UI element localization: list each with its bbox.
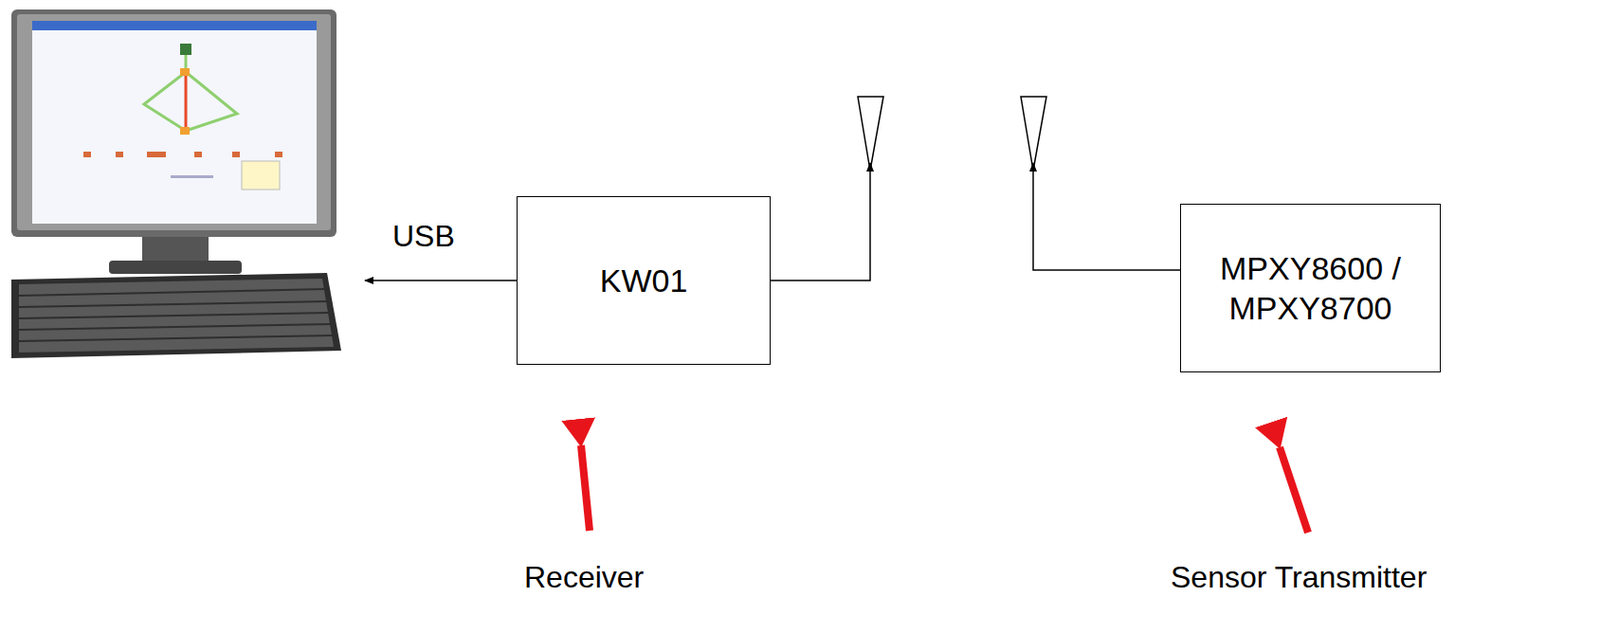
usb-wire bbox=[364, 279, 517, 282]
signal-label: USB bbox=[392, 218, 455, 255]
callout-arrow bbox=[581, 445, 590, 531]
callout-arrow bbox=[1279, 447, 1309, 533]
antenna-symbol bbox=[857, 96, 884, 171]
callout-label: Sensor Transmitter bbox=[1170, 559, 1427, 596]
antenna-symbol bbox=[1020, 96, 1047, 171]
device-name: MPXY8600 / MPXY8700 bbox=[1181, 242, 1440, 335]
antenna-feed bbox=[769, 163, 871, 281]
device-box: MPXY8600 / MPXY8700 bbox=[1180, 203, 1441, 373]
device-box: KW01 bbox=[516, 196, 771, 365]
callout-label: Receiver bbox=[524, 559, 644, 596]
computer-illustration bbox=[11, 9, 342, 359]
device-name: KW01 bbox=[590, 254, 698, 308]
antenna-feed bbox=[1033, 163, 1181, 271]
